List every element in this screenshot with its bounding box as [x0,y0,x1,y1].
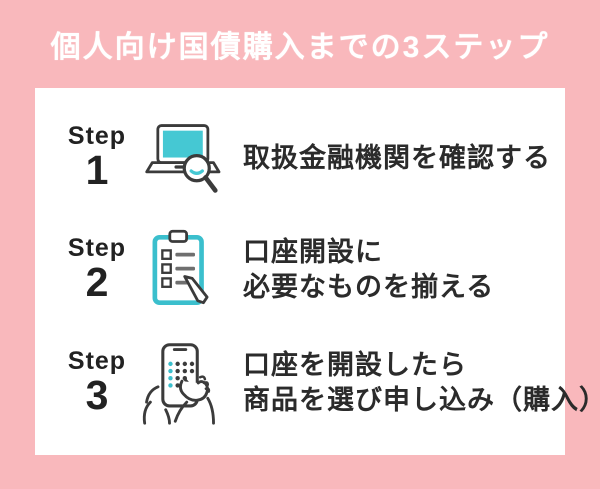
step-3-badge: Step 3 [61,346,133,418]
step-row-2: Step 2 [61,220,545,320]
step-3-line-1: 口座を開設したら [243,349,467,380]
step-2-line-1: 口座開設に [243,237,383,268]
step-1-line-1: 取扱金融機関を確認する [243,142,551,173]
step-3-number: 3 [85,371,109,418]
page-title: 個人向け国債購入までの3ステップ [50,31,550,64]
step-3-text: 口座を開設したら 商品を選び申し込み（購入） [243,348,600,418]
step-2-number: 2 [85,259,109,306]
step-1-badge: Step 1 [61,124,133,192]
step-1-number: 1 [85,147,109,194]
smartphone-tap-icon [133,339,229,427]
clipboard-checklist-icon [133,228,229,312]
step-row-3: Step 3 [61,333,600,433]
steps-card: Step 1 取扱金融機関を確認する [35,88,600,455]
step-2-label: Step [67,234,127,263]
step-1-label: Step [67,122,127,151]
step-3-line-2: 商品を選び申し込み（購入） [243,384,600,415]
step-2-line-2: 必要なものを揃える [243,272,495,303]
laptop-search-icon [133,120,229,196]
step-2-text: 口座開設に 必要なものを揃える [243,235,494,305]
step-row-1: Step 1 取扱金融機関を確認する [61,108,550,208]
step-3-label: Step [67,346,127,375]
step-1-text: 取扱金融機関を確認する [243,141,551,176]
step-2-badge: Step 2 [61,236,133,304]
